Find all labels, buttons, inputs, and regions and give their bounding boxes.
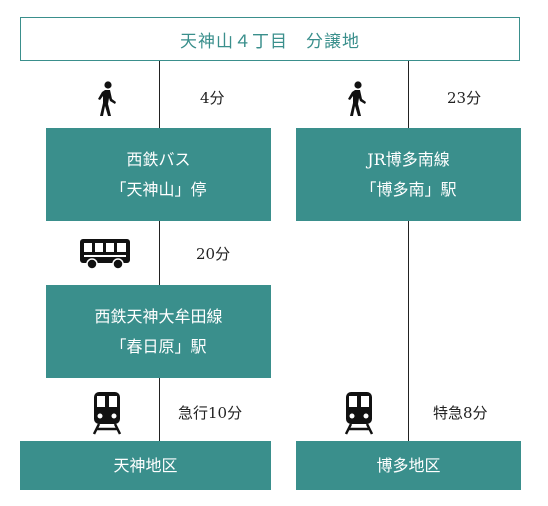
- train-icon: [344, 392, 374, 435]
- hakata-area-box: 博多地区: [296, 441, 521, 490]
- hakataminami-line1: JR博多南線: [367, 149, 450, 169]
- walking-person-icon: [98, 81, 116, 116]
- bus-icon: [80, 239, 130, 270]
- right-express-time: 特急8分: [433, 404, 488, 422]
- hakata-area-label: 博多地区: [376, 455, 441, 475]
- tenjin-area-box: 天神地区: [20, 441, 271, 490]
- left-walk-time: 4分: [200, 89, 225, 107]
- bus-stop-box: 西鉄バス 「天神山」停: [46, 128, 271, 221]
- right-connector-line-2: [408, 221, 409, 441]
- kasugabaru-line2: 「春日原」駅: [110, 336, 207, 356]
- walking-person-icon: [348, 81, 366, 116]
- bus-stop-line2: 「天神山」停: [110, 179, 207, 199]
- left-connector-line-3: [159, 378, 160, 441]
- left-connector-line-1: [159, 61, 160, 128]
- right-walk-time: 23分: [447, 89, 482, 107]
- hakataminami-line2: 「博多南」駅: [360, 179, 457, 199]
- page-title-text: 天神山４丁目 分譲地: [180, 31, 360, 52]
- left-express-time: 急行10分: [178, 404, 243, 422]
- kasugabaru-station-box: 西鉄天神大牟田線 「春日原」駅: [46, 285, 271, 378]
- bus-stop-line1: 西鉄バス: [126, 149, 191, 169]
- kasugabaru-line1: 西鉄天神大牟田線: [94, 306, 223, 326]
- right-connector-line-1: [408, 61, 409, 128]
- bus-ride-time: 20分: [196, 245, 231, 263]
- left-connector-line-2: [159, 221, 160, 285]
- hakataminami-station-box: JR博多南線 「博多南」駅: [296, 128, 521, 221]
- page-title: 天神山４丁目 分譲地: [20, 17, 520, 61]
- tenjin-area-label: 天神地区: [113, 455, 178, 475]
- train-icon: [92, 392, 122, 435]
